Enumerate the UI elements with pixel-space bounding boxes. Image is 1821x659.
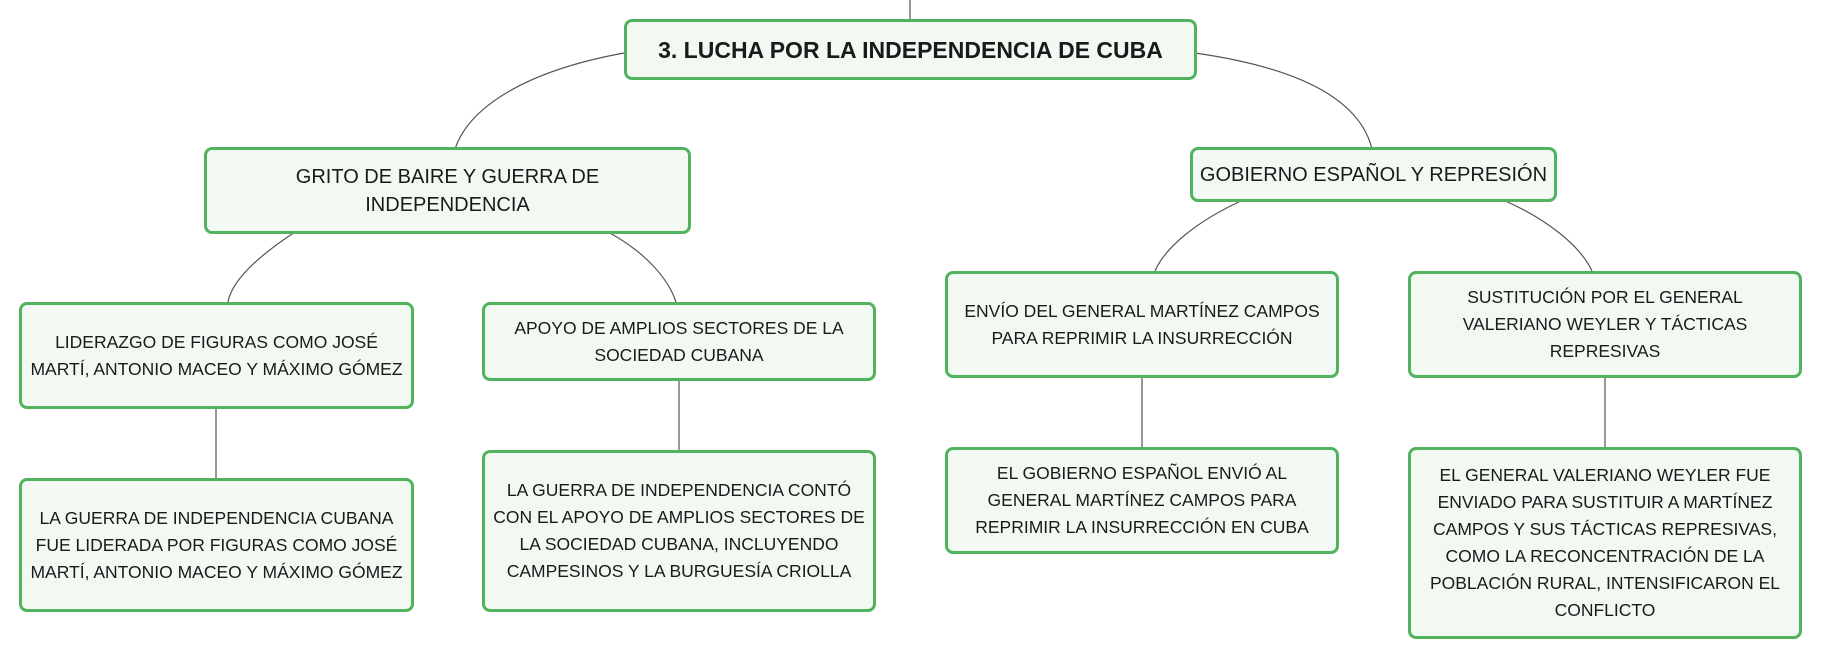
branch-node-label: GOBIERNO ESPAÑOL Y REPRESIÓN [1199, 163, 1548, 186]
detail-node-label: LA GUERRA DE INDEPENDENCIA CUBANA FUE LI… [30, 507, 403, 582]
detail-node-label: LA GUERRA DE INDEPENDENCIA CONTÓ CON EL … [493, 480, 865, 581]
child-node-label: SUSTITUCIÓN POR EL GENERAL VALERIANO WEY… [1462, 287, 1748, 361]
child-node-sustitucion-weyler[interactable]: SUSTITUCIÓN POR EL GENERAL VALERIANO WEY… [1408, 271, 1802, 378]
detail-node-apoyo[interactable]: LA GUERRA DE INDEPENDENCIA CONTÓ CON EL … [482, 450, 876, 612]
child-node-envio-martinez-campos[interactable]: ENVÍO DEL GENERAL MARTÍNEZ CAMPOS PARA R… [945, 271, 1339, 378]
detail-node-liderazgo[interactable]: LA GUERRA DE INDEPENDENCIA CUBANA FUE LI… [19, 478, 414, 612]
connector-branch-1-to-child-2 [607, 231, 677, 303]
child-node-label: APOYO DE AMPLIOS SECTORES DE LA SOCIEDAD… [514, 317, 844, 365]
connector-branch-1-to-child-1 [227, 231, 296, 303]
detail-node-label: EL GOBIERNO ESPAÑOL ENVIÓ AL GENERAL MAR… [975, 463, 1309, 537]
branch-node-gobierno-espanol[interactable]: GOBIERNO ESPAÑOL Y REPRESIÓN [1190, 147, 1557, 202]
detail-node-sustitucion-weyler[interactable]: EL GENERAL VALERIANO WEYLER FUE ENVIADO … [1408, 447, 1802, 639]
detail-node-label: EL GENERAL VALERIANO WEYLER FUE ENVIADO … [1429, 465, 1781, 620]
connector-branch-2-to-child-1 [1154, 199, 1244, 272]
connector-root-to-branch-2 [1194, 52, 1373, 150]
child-node-label: LIDERAZGO DE FIGURAS COMO JOSÉ MARTÍ, AN… [30, 331, 403, 379]
branch-node-label: GRITO DE BAIRE Y GUERRA DE INDEPENDENCIA [295, 165, 600, 216]
connector-branch-2-to-child-2 [1502, 199, 1593, 272]
root-node-label: 3. LUCHA POR LA INDEPENDENCIA DE CUBA [658, 36, 1163, 63]
child-node-liderazgo[interactable]: LIDERAZGO DE FIGURAS COMO JOSÉ MARTÍ, AN… [19, 302, 414, 409]
root-node[interactable]: 3. LUCHA POR LA INDEPENDENCIA DE CUBA [624, 19, 1197, 80]
child-node-label: ENVÍO DEL GENERAL MARTÍNEZ CAMPOS PARA R… [964, 300, 1320, 348]
branch-node-grito-de-baire[interactable]: GRITO DE BAIRE Y GUERRA DE INDEPENDENCIA [204, 147, 691, 234]
child-node-apoyo[interactable]: APOYO DE AMPLIOS SECTORES DE LA SOCIEDAD… [482, 302, 876, 381]
connector-root-to-branch-1 [454, 52, 625, 150]
detail-node-envio-martinez-campos[interactable]: EL GOBIERNO ESPAÑOL ENVIÓ AL GENERAL MAR… [945, 447, 1339, 554]
